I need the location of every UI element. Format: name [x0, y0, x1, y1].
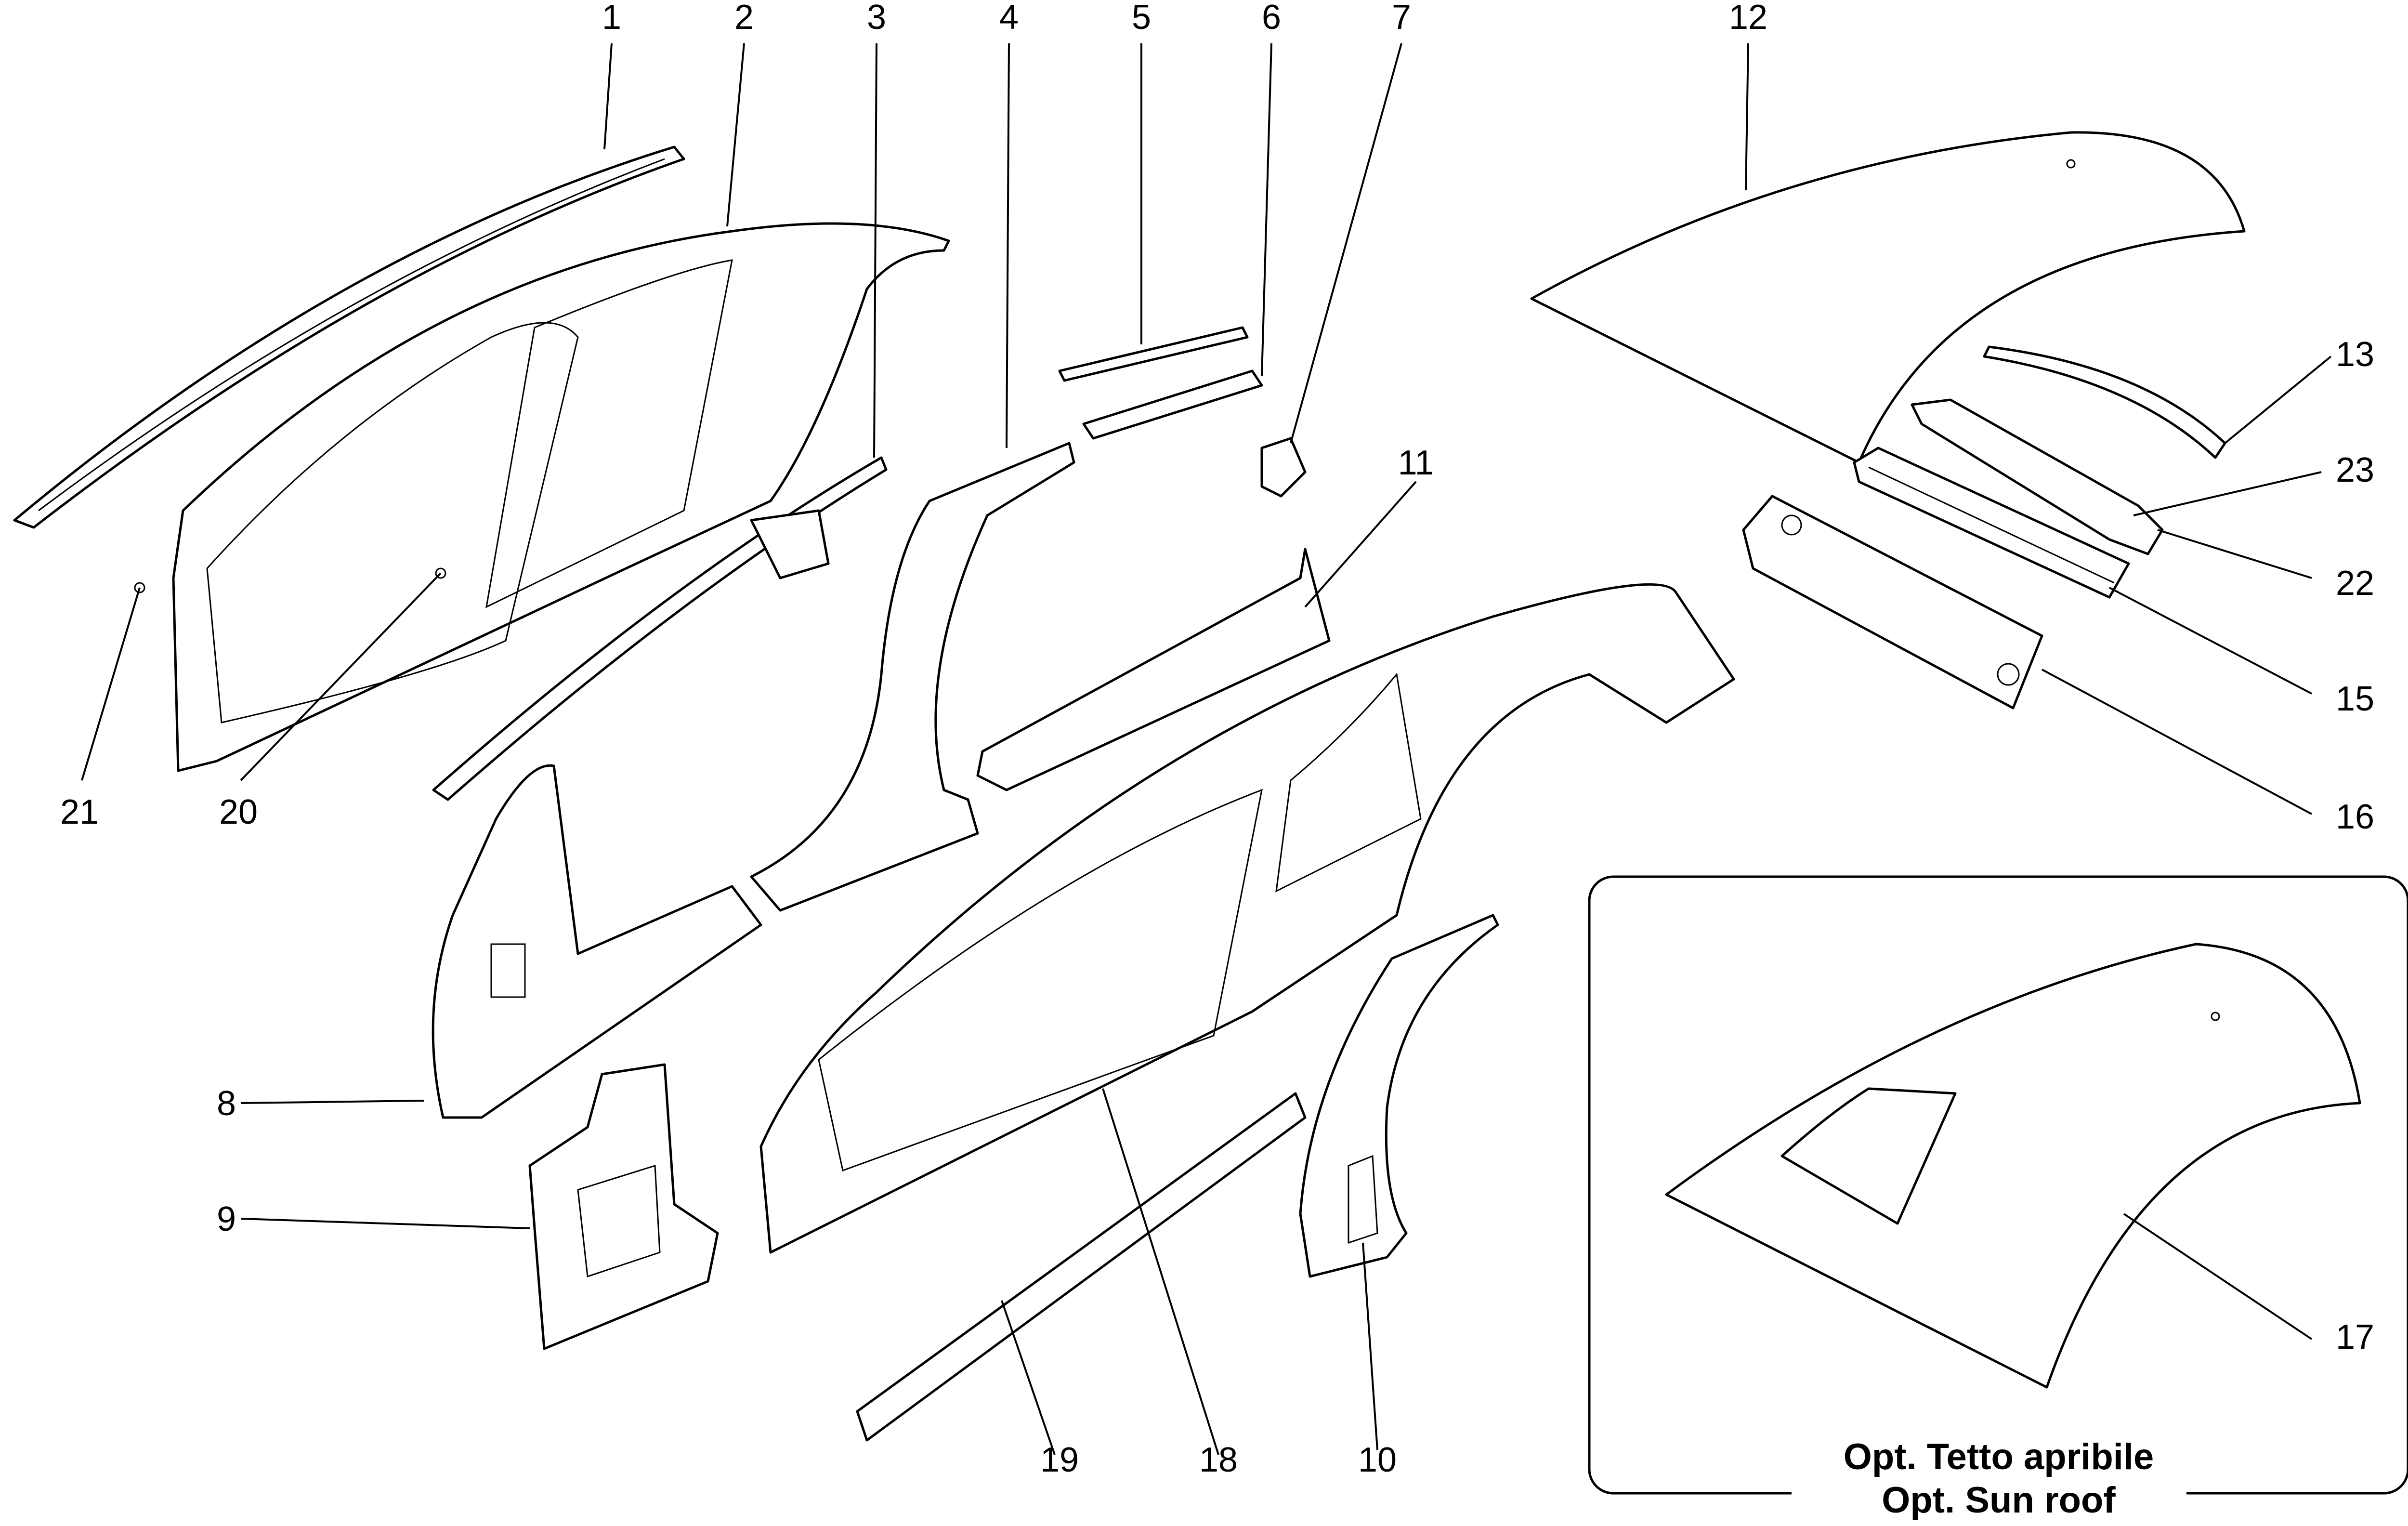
- callout-2: 2: [734, 0, 754, 37]
- inset-title-line1: Opt. Tetto apribile: [1844, 1436, 2154, 1477]
- callout-13: 13: [2336, 335, 2374, 374]
- callout-7: 7: [1392, 0, 1411, 37]
- callout-4: 4: [999, 0, 1019, 37]
- part-2-side-panel: [172, 222, 950, 772]
- part-22-roof-bracket: [1911, 398, 2164, 555]
- part-8-a-pillar-lower: [432, 764, 762, 1119]
- part-5-strip: [1058, 326, 1249, 382]
- callout-5: 5: [1132, 0, 1151, 37]
- part-1-roof-rail: [13, 145, 685, 529]
- callout-21: 21: [60, 793, 99, 831]
- leader-lines: [81, 43, 2332, 1455]
- callout-labels: 1 2 3 4 5 6 7 12 11 13 23 22 15 16 17 8 …: [60, 0, 2374, 1479]
- callout-9: 9: [217, 1200, 236, 1238]
- callout-16: 16: [2336, 798, 2374, 836]
- callout-6: 6: [1262, 0, 1281, 37]
- part-13-roof-bow: [1983, 345, 2226, 459]
- callout-18: 18: [1199, 1441, 1238, 1479]
- callout-15: 15: [2336, 680, 2374, 718]
- callout-19: 19: [1040, 1441, 1079, 1479]
- callout-1: 1: [602, 0, 621, 37]
- inset-title-line2: Opt. Sun roof: [1882, 1480, 2116, 1521]
- inset-sun-roof: Opt. Tetto apribile Opt. Sun roof: [1588, 875, 2408, 1521]
- part-3-upper-reinforcement: [432, 456, 888, 801]
- part-16-rear-cross-member: [1742, 495, 2043, 710]
- part-11-sill: [976, 548, 1331, 791]
- part-6-bracket: [1082, 369, 1263, 440]
- callout-12: 12: [1729, 0, 1767, 37]
- callout-3: 3: [867, 0, 886, 37]
- part-7-fitting: [1260, 437, 1307, 498]
- part-15-front-header: [1853, 447, 2130, 599]
- callout-23: 23: [2336, 451, 2374, 489]
- part-19-rocker: [856, 1092, 1307, 1442]
- callout-22: 22: [2336, 564, 2374, 603]
- part-4-pillar: [750, 442, 1075, 912]
- callout-11: 11: [1398, 444, 1434, 482]
- callout-8: 8: [217, 1084, 236, 1123]
- part-12-roof-panel: [1530, 131, 2246, 464]
- part-18-body-side-inner: [759, 583, 1735, 1254]
- part-10-c-pillar: [1299, 914, 1499, 1278]
- callout-20: 20: [219, 793, 258, 831]
- callout-17: 17: [2336, 1318, 2374, 1356]
- part-9-panel: [528, 1063, 719, 1350]
- callout-10: 10: [1358, 1441, 1397, 1479]
